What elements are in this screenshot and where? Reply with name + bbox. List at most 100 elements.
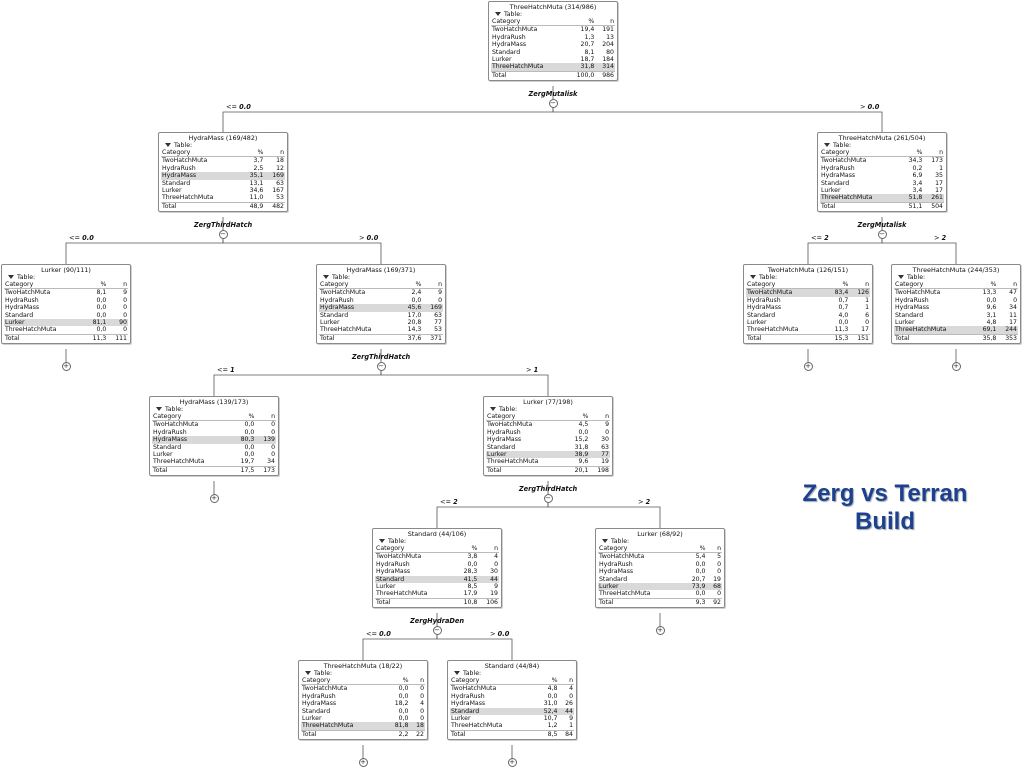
expand-icon[interactable]: + [61, 362, 71, 371]
table-cell: 0 [717, 590, 721, 598]
table-cell: 19 [713, 575, 721, 583]
table-cell: HydraMass [895, 304, 930, 312]
table-cell: HydraMass [821, 172, 856, 180]
table-cell: 81,1 [83, 319, 108, 327]
table-cell: 35,1 [240, 172, 265, 180]
table-toggle[interactable]: Table: [152, 406, 276, 413]
table-cell: HydraRush [162, 164, 196, 172]
table-cell: HydraMass [747, 304, 782, 312]
collapse-icon[interactable]: − [877, 230, 887, 239]
node-title: HydraMass (139/173) [179, 398, 249, 406]
table-toggle[interactable]: Table: [375, 538, 499, 545]
node-title: Lurker (90/111) [41, 266, 91, 274]
table-toggle[interactable]: Table: [598, 538, 722, 545]
collapse-icon[interactable]: − [218, 230, 228, 239]
expand-icon[interactable]: + [507, 758, 517, 767]
tree-node-r2b[interactable]: ThreeHatchMuta (244/353)Table:Category%n… [891, 264, 1021, 345]
table-toggle[interactable]: Table: [894, 274, 1018, 281]
table-header-row: Category%n [152, 413, 276, 422]
node-title: Lurker (68/92) [637, 530, 683, 538]
table-cell: Standard [599, 575, 628, 583]
table-cell: 53 [276, 194, 284, 202]
table-cell: Standard [5, 311, 34, 319]
table-toggle[interactable]: Table: [450, 670, 574, 677]
expand-icon[interactable]: + [209, 494, 219, 503]
table-cell: Lurker [747, 319, 767, 327]
table-cell: 18 [409, 722, 425, 731]
expand-icon[interactable]: + [655, 626, 665, 635]
table-cell: 0 [569, 692, 573, 700]
expand-icon[interactable]: + [358, 758, 368, 767]
expand-icon[interactable]: + [803, 362, 813, 371]
table-toggle[interactable]: Table: [4, 274, 128, 281]
table-cell: Lurker [320, 319, 340, 327]
table-cell: 0 [865, 319, 869, 327]
table-cell: Category [820, 149, 900, 158]
table-cell: 3,8 [467, 553, 478, 561]
table-cell: ThreeHatchMuta [5, 326, 57, 334]
table-cell: 45,6 [398, 304, 423, 312]
table-cell: 15,2 [574, 436, 589, 444]
table-toggle[interactable]: Table: [820, 142, 944, 149]
table-cell: 80,3 [231, 436, 256, 444]
tree-node-r1[interactable]: ThreeHatchMuta (261/504)Table:Category%n… [817, 132, 947, 213]
collapse-icon[interactable]: − [548, 99, 558, 108]
table-cell: Total [301, 729, 385, 739]
table-toggle[interactable]: Table: [491, 11, 615, 18]
collapse-icon[interactable]: − [376, 362, 386, 371]
collapse-icon[interactable]: − [543, 494, 553, 503]
table-cell: Lurker [302, 715, 322, 723]
table-toggle[interactable]: Table: [301, 670, 425, 677]
table-cell: 84 [558, 729, 574, 739]
table-cell: Category [486, 413, 566, 422]
table-cell: 0 [420, 707, 424, 715]
table-cell: Total [820, 201, 900, 211]
table-toggle[interactable]: Table: [161, 142, 285, 149]
node-title: ThreeHatchMuta (244/353) [912, 266, 1000, 274]
condition-operator: > [490, 630, 496, 638]
table-cell: 0 [123, 311, 127, 319]
table-cell: n [558, 677, 574, 686]
table-cell: 14,3 [407, 326, 422, 334]
table-cell: Lurker [4, 319, 84, 327]
table-label: Table: [499, 406, 518, 413]
table-cell: HydraMass [376, 568, 411, 576]
title-line-2: Build [855, 508, 915, 535]
table-toggle[interactable]: Table: [319, 274, 443, 281]
expand-icon[interactable]: + [951, 362, 961, 371]
table-cell: 69,1 [973, 326, 998, 335]
condition-operator: <= [366, 630, 378, 638]
table-toggle[interactable]: Table: [486, 406, 610, 413]
table-toggle[interactable]: Table: [746, 274, 870, 281]
table-cell: Standard [821, 179, 850, 187]
node-title: ThreeHatchMuta (314/986) [509, 3, 597, 11]
collapse-icon[interactable]: − [432, 626, 442, 635]
table-cell: 4,5 [578, 421, 589, 429]
tree-node-root[interactable]: ThreeHatchMuta (314/986)Table:Category%n… [488, 1, 618, 82]
table-header-row: Category%n [161, 149, 285, 158]
table-cell: 3,7 [253, 157, 264, 165]
